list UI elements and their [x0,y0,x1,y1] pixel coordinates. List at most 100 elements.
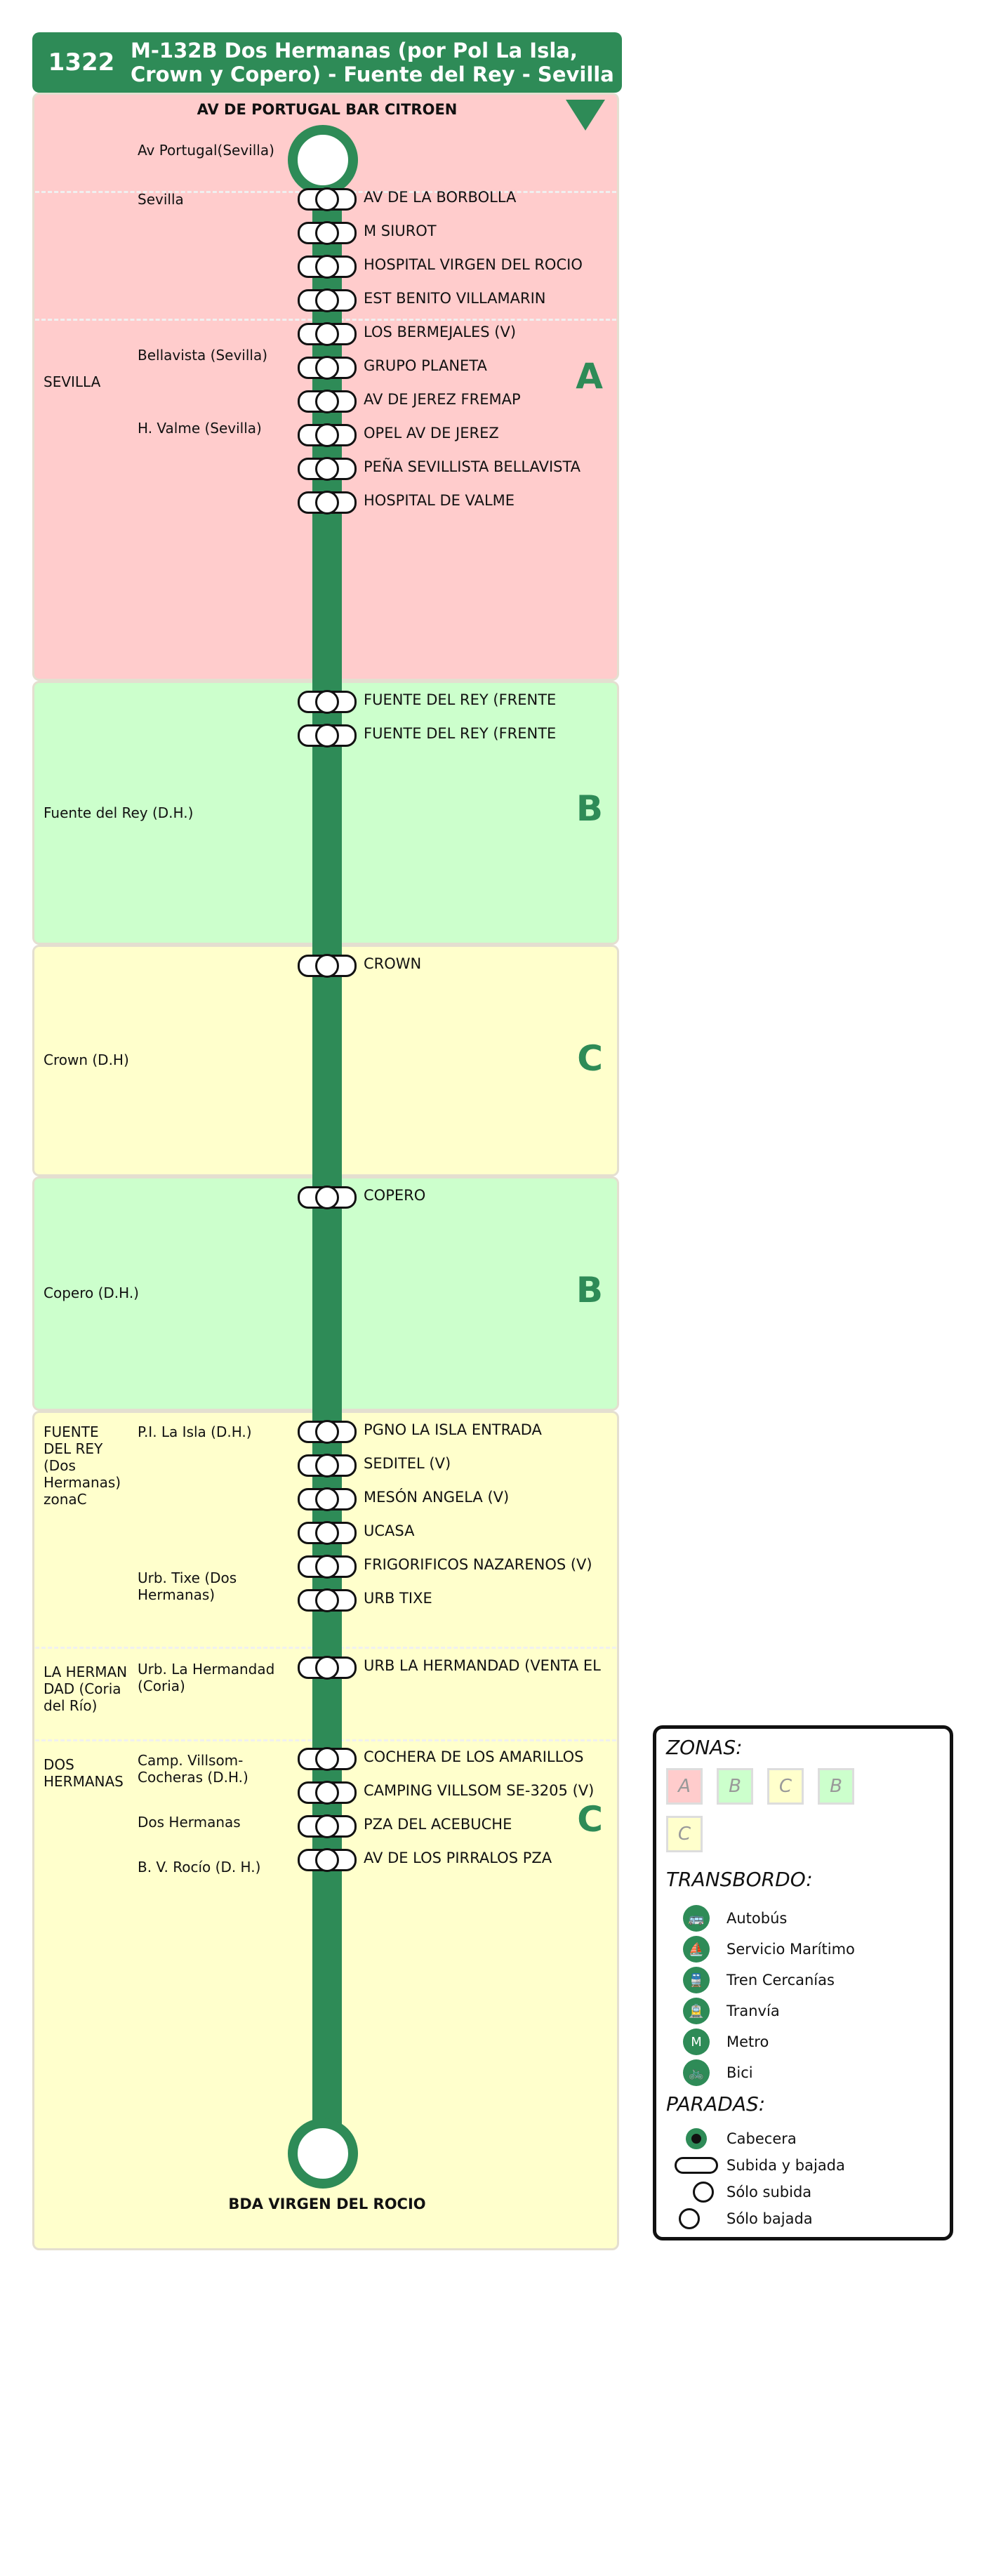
end-terminal-label: BDA VIRGEN DEL ROCIO [228,2196,426,2212]
legend: ZONAS: A B C B C TRANSBORDO: 🚌 Autobús ⛵… [653,1725,953,2240]
locality-label: H. Valme (Sevilla) [138,420,262,437]
legend-transfer-label: Metro [726,2033,769,2050]
stop-name: COCHERA DE LOS AMARILLOS [364,1748,584,1765]
route-header: 1322 M-132B Dos Hermanas (por Pol La Isl… [32,32,622,93]
stop-marker-icon [298,322,357,346]
stop-name: LOS BERMEJALES (V) [364,324,517,340]
stop-marker-icon [298,1487,357,1511]
legend-transfer-row: 🚲 Bici [666,2059,753,2086]
stop-name: CROWN [364,955,422,972]
stop-name: PEÑA SEVILLISTA BELLAVISTA [364,458,581,475]
legend-transfer-row: 🚌 Autobús [666,1905,787,1932]
locality-label: Dos Hermanas [138,1814,241,1831]
board-alight-stop-icon [675,2157,718,2174]
bus-icon: 🚌 [683,1905,710,1932]
route-code: 1322 [48,48,115,77]
stop-name: URB TIXE [364,1590,432,1607]
stop-marker-icon [298,1656,357,1680]
locality-label: Sevilla [138,191,184,208]
locality-label: B. V. Rocío (D. H.) [138,1859,261,1875]
legend-transfer-row: 🚊 Tranvía [666,1998,780,2024]
stop-marker-icon [298,1781,357,1805]
stop-marker-icon [298,1588,357,1612]
municipality-label: Crown (D.H) [44,1051,129,1068]
terminal-stop-icon [686,2128,707,2149]
legend-transfer-label: Tren Cercanías [726,1972,835,1989]
locality-label: Bellavista (Sevilla) [138,347,268,364]
stop-marker-icon [298,390,357,413]
alight-only-stop-icon [679,2208,700,2229]
metro-icon: M [683,2029,710,2055]
stop-marker-icon [298,221,357,245]
legend-zones-title: ZONAS: [666,1736,743,1759]
direction-arrow-icon [566,100,605,131]
legend-stop-row: Sólo subida [666,2179,811,2205]
legend-transfer-label: Servicio Marítimo [726,1941,855,1958]
stop-name: PGNO LA ISLA ENTRADA [364,1421,542,1438]
legend-transfer-label: Bici [726,2064,753,2081]
stop-marker-icon [298,187,357,211]
stop-name: AV DE JEREZ FREMAP [364,391,521,408]
stop-marker-icon [298,1454,357,1478]
legend-zone-chip: C [666,1816,703,1852]
legend-stop-label: Sólo bajada [726,2210,813,2227]
boat-icon: ⛵ [683,1936,710,1963]
end-terminal-icon [288,2118,358,2189]
start-terminal-icon [288,125,358,195]
stop-name: URB LA HERMANDAD (VENTA EL [364,1657,601,1674]
municipality-label: LA HERMANDAD (Coria del Río) [44,1664,128,1714]
legend-zone-chip: B [717,1768,753,1805]
legend-transfer-row: M Metro [666,2029,769,2055]
stop-name: MESÓN ANGELA (V) [364,1489,510,1506]
legend-stop-label: Subida y bajada [726,2157,845,2174]
tram-icon: 🚊 [683,1998,710,2024]
legend-transfer-title: TRANSBORDO: [666,1868,813,1891]
locality-label: Camp. Villsom-Cocheras (D.H.) [138,1752,248,1786]
stop-marker-icon [298,491,357,514]
stop-name: FUENTE DEL REY (FRENTE [364,725,557,742]
zone-letter: A [576,356,603,397]
stop-name: M SIUROT [364,223,437,239]
stop-name: FUENTE DEL REY (FRENTE [364,691,557,708]
municipality-label: Copero (D.H.) [44,1284,139,1301]
legend-stop-row: Subida y bajada [666,2153,845,2178]
stop-marker-icon [298,1521,357,1545]
locality-label: Urb. La Hermandad (Coria) [138,1661,275,1694]
stop-marker-icon [298,255,357,279]
legend-stop-label: Sólo subida [726,2184,812,2200]
stop-name: UCASA [364,1522,415,1539]
legend-stops-title: PARADAS: [666,2092,766,2116]
stop-name: HOSPITAL DE VALME [364,492,515,509]
start-terminal-label: AV DE PORTUGAL BAR CITROEN [197,101,458,118]
legend-stop-row: Sólo bajada [666,2206,813,2231]
stop-name: AV DE LA BORBOLLA [364,189,517,206]
zone-letter: B [576,1270,603,1310]
legend-zone-chip: B [818,1768,854,1805]
legend-transfer-row: ⛵ Servicio Marítimo [666,1936,855,1963]
locality-label: Urb. Tixe (Dos Hermanas) [138,1569,237,1603]
stop-marker-icon [298,1555,357,1579]
locality-label: P.I. La Isla (D.H.) [138,1423,252,1440]
stop-name: OPEL AV DE JEREZ [364,425,499,441]
stop-marker-icon [298,1420,357,1444]
route-title: M-132B Dos Hermanas (por Pol La Isla, Cr… [131,39,614,86]
municipality-label: SEVILLA [44,373,101,390]
stop-marker-icon [298,457,357,481]
stop-name: GRUPO PLANETA [364,357,487,374]
stop-name: PZA DEL ACEBUCHE [364,1816,512,1833]
route-title-line: Crown y Copero) - Fuente del Rey - Sevil… [131,62,614,86]
legend-transfer-row: 🚆 Tren Cercanías [666,1967,835,1993]
train-icon: 🚆 [683,1967,710,1993]
board-only-stop-icon [693,2182,714,2203]
stop-name: HOSPITAL VIRGEN DEL ROCIO [364,256,583,273]
legend-stop-label: Cabecera [726,2130,797,2147]
municipality-label: Fuente del Rey (D.H.) [44,804,194,821]
stop-marker-icon [298,1186,357,1209]
stop-name: FRIGORIFICOS NAZARENOS (V) [364,1556,592,1573]
legend-zone-chip: C [767,1768,804,1805]
municipality-label: DOS HERMANAS [44,1756,124,1790]
stop-name: COPERO [364,1187,426,1204]
bike-icon: 🚲 [683,2059,710,2086]
stop-name: AV DE LOS PIRRALOS PZA [364,1850,552,1866]
